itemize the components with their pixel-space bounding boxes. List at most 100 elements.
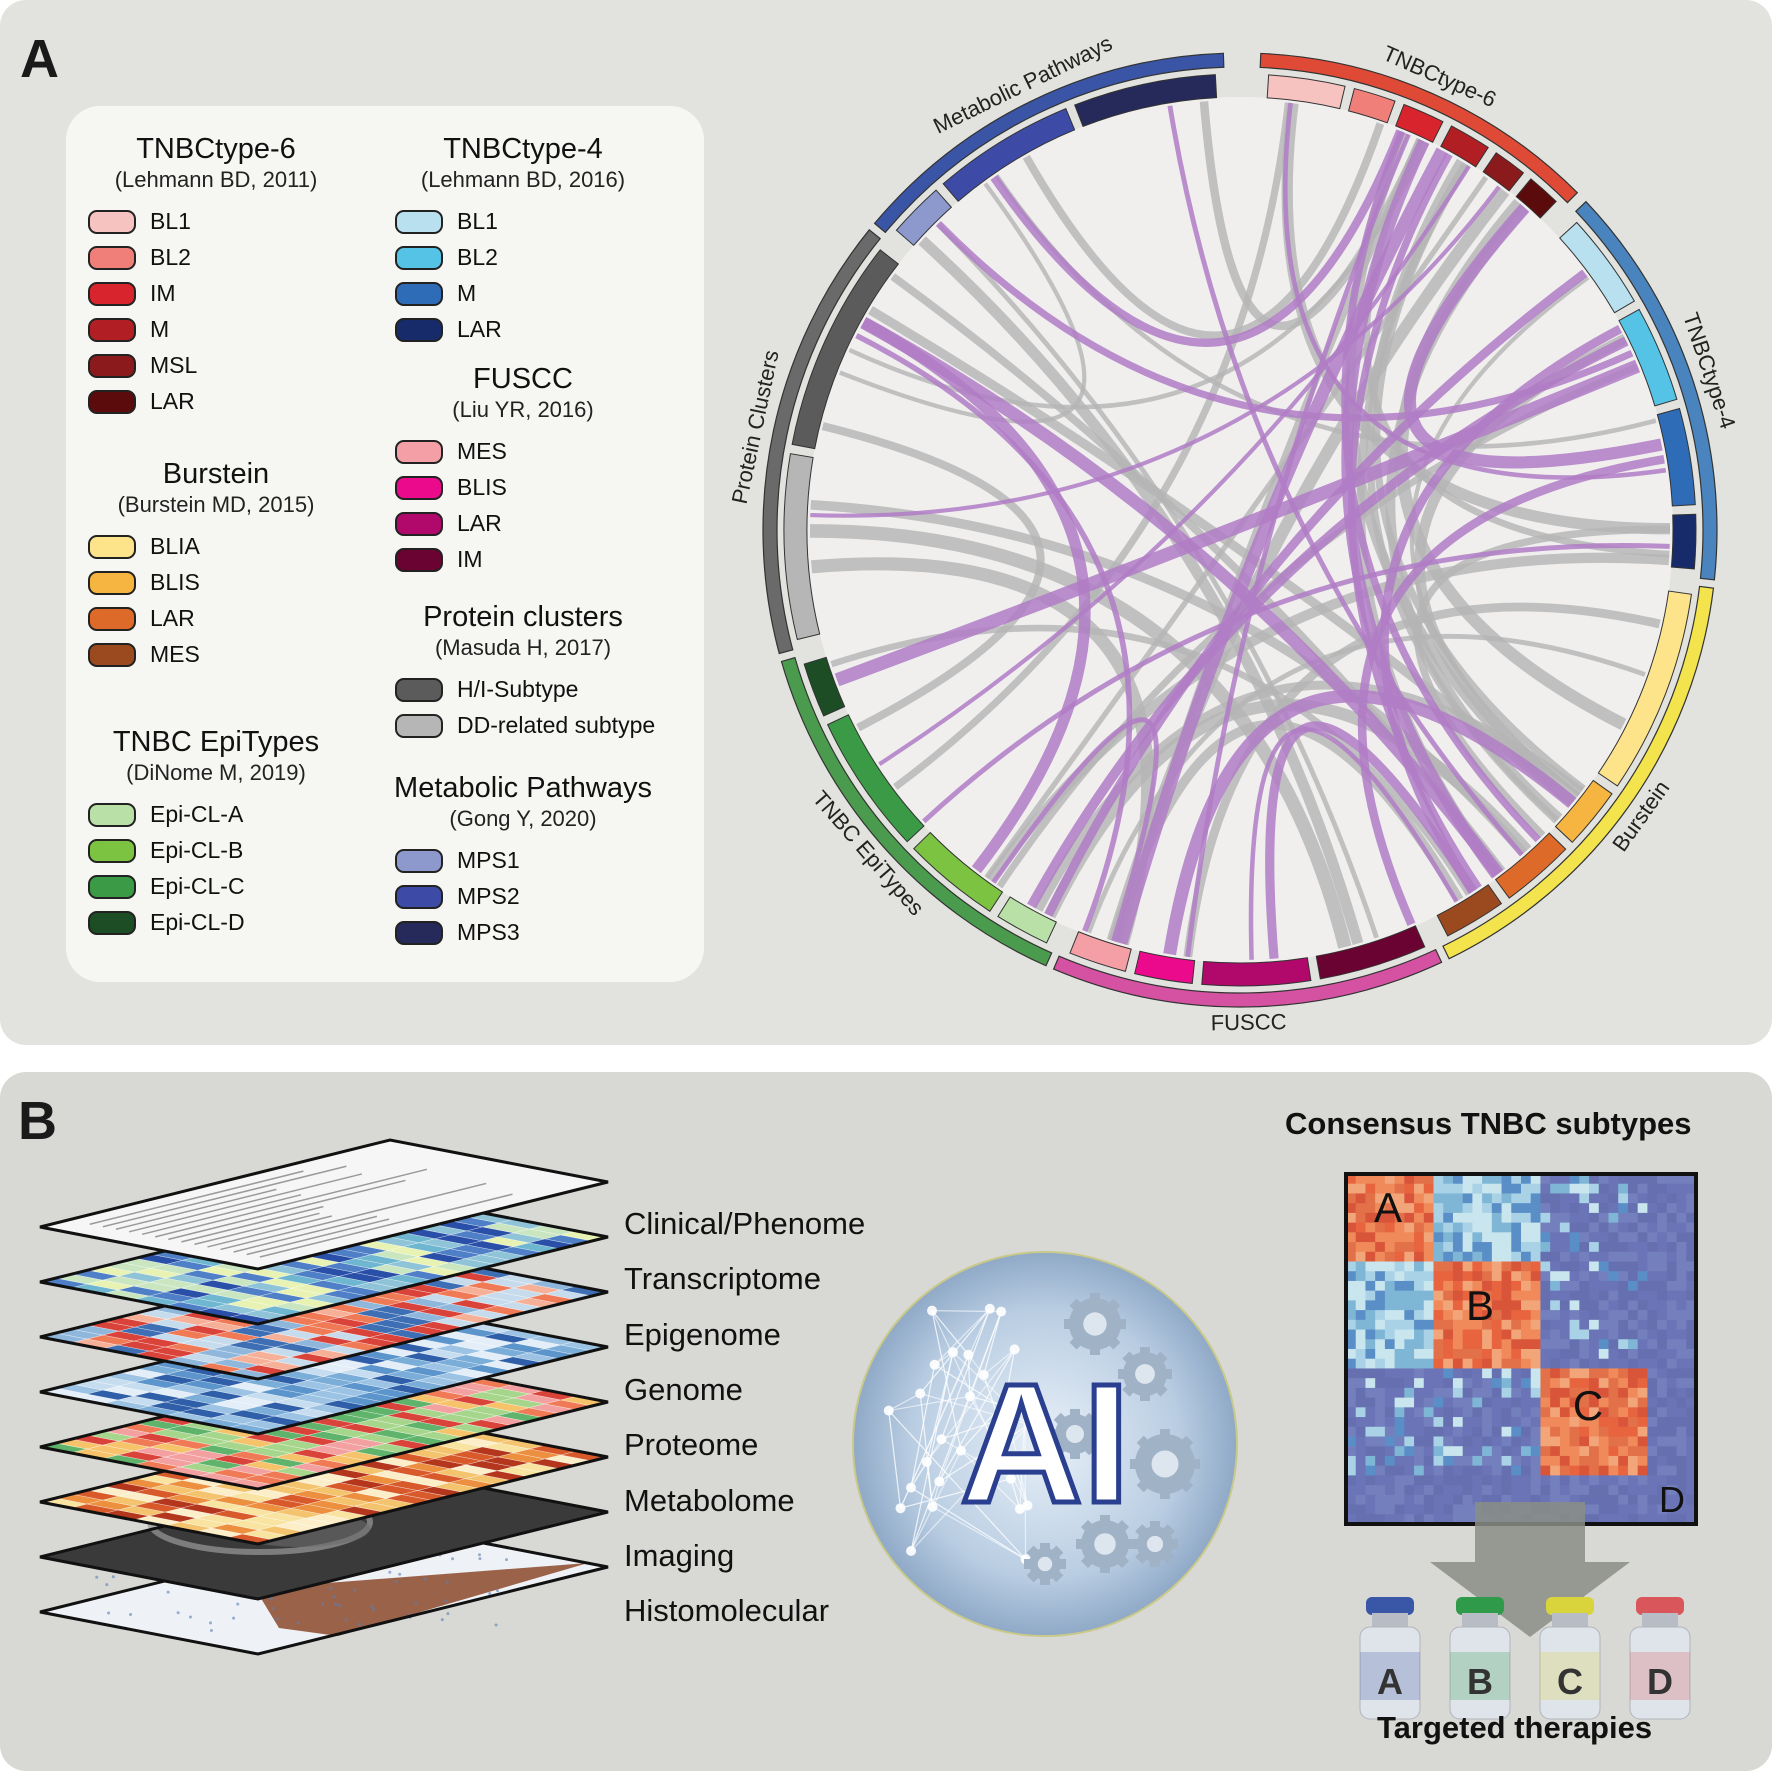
vial-icon: B — [1449, 1597, 1511, 1720]
circos-link-purple — [810, 185, 1501, 518]
legend-swatch — [88, 390, 136, 414]
legend-item: MPS2 — [373, 879, 673, 915]
circos-link-purple — [1044, 269, 1588, 917]
circos-link-gray — [893, 102, 1292, 790]
legend-label: Epi-CL-A — [150, 801, 244, 827]
layer-label-metabolome: Metabolome — [624, 1483, 795, 1518]
legend-item: MSL — [66, 348, 366, 384]
circos-subtype-arc — [1554, 779, 1613, 844]
legend-swatch — [395, 678, 443, 702]
gears-icon — [1024, 1293, 1200, 1585]
legend-swatch — [88, 354, 136, 378]
circos-link-gray — [1199, 101, 1425, 330]
legend-swatch — [88, 246, 136, 270]
legend-citation: (Lehmann BD, 2011) — [114, 167, 318, 192]
legend-label: LAR — [457, 316, 502, 342]
legend-item: BL2 — [66, 240, 366, 276]
layer-label-genome: Genome — [624, 1372, 743, 1407]
legend-label: BL1 — [457, 208, 498, 234]
circos-link-purple — [990, 129, 1405, 347]
circos-group-arc — [873, 52, 1225, 234]
legend-title: FUSCC — [473, 363, 573, 395]
circos-link-gray — [1044, 698, 1532, 919]
legend-label: MPS2 — [457, 883, 520, 909]
legend-item: BL1 — [66, 204, 366, 240]
legend-item: DD-related subtype — [373, 708, 673, 744]
circos-link-purple — [1379, 324, 1623, 895]
layer-label-epigenome: Epigenome — [624, 1317, 781, 1352]
legend-label: H/I-Subtype — [457, 676, 579, 702]
cluster-label: B — [1466, 1282, 1494, 1329]
legend-citation: (Liu YR, 2016) — [452, 397, 594, 422]
legend-title: TNBCtype-6 — [136, 133, 296, 165]
circos-link-gray — [1413, 525, 1671, 839]
vial-label: A — [1377, 1661, 1403, 1702]
legend-label: LAR — [150, 388, 195, 414]
legend-swatch — [88, 282, 136, 306]
legend-swatch — [88, 210, 136, 234]
legend-item: BLIS — [66, 565, 366, 601]
circos-subtype-arc — [826, 714, 925, 843]
legend-label: MES — [150, 641, 200, 667]
legend-label: M — [150, 316, 170, 342]
circos-subtype-arc — [942, 107, 1076, 202]
legend-item: Epi-CL-B — [66, 833, 366, 869]
layer-label-transcriptome: Transcriptome — [624, 1261, 821, 1296]
circos-group-arc — [1052, 948, 1443, 1008]
legend-label: MPS1 — [457, 847, 520, 873]
legend-swatch — [88, 535, 136, 559]
panel-letter-b: B — [18, 1091, 57, 1151]
layer-label-proteome: Proteome — [624, 1427, 759, 1462]
circos-subtype-arc — [1266, 74, 1346, 110]
legend-swatch — [395, 282, 443, 306]
legend-swatch — [88, 643, 136, 667]
panel-b: B Clinical/Phenome Transcriptome Epigeno… — [0, 1072, 1772, 1771]
circos-subtype-arc — [783, 453, 821, 641]
legend-item: LAR — [66, 384, 366, 420]
legend-swatch — [88, 875, 136, 899]
heatmap-cells — [1346, 1174, 1697, 1525]
legend-item: MPS3 — [373, 915, 673, 951]
circos-link-gray — [1086, 634, 1646, 934]
legend-swatch — [88, 839, 136, 863]
layer-label-histomolecular: Histomolecular — [624, 1593, 830, 1628]
panel-letter-a: A — [20, 29, 59, 89]
legend-swatch — [88, 318, 136, 342]
circos-subtype-arc — [1069, 931, 1132, 972]
legend-item: IM — [66, 276, 366, 312]
legend-title: TNBCtype-4 — [443, 133, 603, 165]
legend-item: LAR — [373, 506, 673, 542]
legend-label: BL1 — [150, 208, 191, 234]
legend-label: BLIS — [150, 569, 200, 595]
legend-label: BLIS — [457, 474, 507, 500]
legend-swatch — [88, 607, 136, 631]
legend-item: Epi-CL-A — [66, 797, 366, 833]
legend-swatch — [395, 921, 443, 945]
legend-swatch — [395, 318, 443, 342]
layer-label-clinical: Clinical/Phenome — [624, 1206, 866, 1241]
neural-network-icon — [883, 1303, 1035, 1565]
legend-group-protein-clusters: Protein clusters(Masuda H, 2017)H/I-Subt… — [373, 600, 673, 744]
legend-swatch — [395, 476, 443, 500]
circos-subtype-arc — [1670, 513, 1697, 570]
omics-layer-stack — [39, 1138, 609, 1656]
legend-label: Epi-CL-D — [150, 909, 245, 935]
circos-subtype-arc — [1436, 884, 1503, 937]
circos-link-gray — [821, 422, 1045, 732]
legend-item: BLIA — [66, 529, 366, 565]
legend-item: MES — [66, 637, 366, 673]
cluster-label: D — [1659, 1479, 1685, 1520]
circos-subtype-arc — [895, 189, 953, 247]
legend-item: MES — [373, 434, 673, 470]
circos-group-label: FUSCC — [1210, 1009, 1286, 1035]
legend-swatch — [395, 885, 443, 909]
circos-subtype-arc — [913, 831, 1004, 912]
legend-swatch — [88, 803, 136, 827]
circos-link-purple — [878, 164, 1471, 766]
